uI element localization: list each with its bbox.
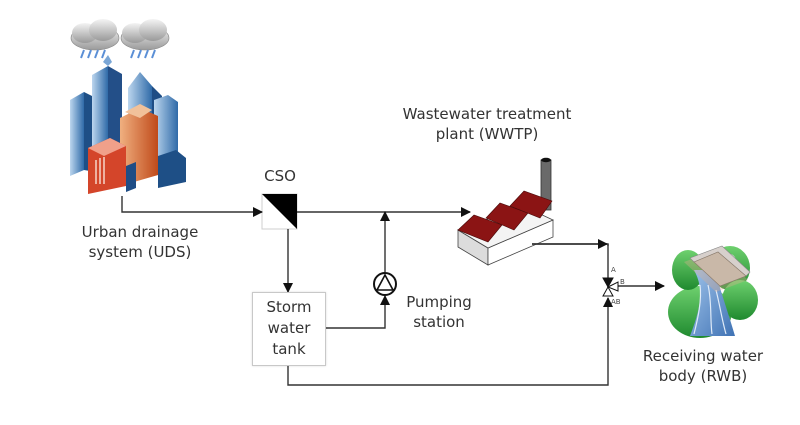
tank-label-line1: Storm	[266, 298, 312, 316]
three-way-valve-icon[interactable]	[602, 277, 619, 297]
uds-label-line2: system (UDS)	[88, 243, 192, 261]
flow-uds-to-cso	[121, 196, 263, 217]
tank-label-line3: tank	[272, 340, 306, 358]
storm-water-tank[interactable]	[252, 292, 326, 366]
city-with-rain-clouds-icon	[70, 19, 186, 194]
cso-separator-icon[interactable]	[261, 193, 298, 230]
factory-icon[interactable]	[457, 157, 554, 266]
flow-tank-to-pump	[324, 295, 390, 329]
wwtp-label: Wastewater treatment plant (WWTP)	[392, 104, 582, 144]
uds-label-line1: Urban drainage	[81, 223, 199, 241]
valve-port-ab: AB	[611, 298, 621, 306]
wwtp-label-line1: Wastewater treatment	[402, 105, 572, 123]
cso-label: CSO	[264, 167, 296, 185]
rain-cloud-icon	[120, 19, 170, 59]
valve-port-b: B	[620, 278, 625, 286]
rwb-label-line2: body (RWB)	[658, 367, 748, 385]
pump-label-line1: Pumping	[406, 293, 472, 311]
pump-icon[interactable]	[373, 272, 397, 296]
pump-label-line2: station	[413, 313, 465, 331]
river-landscape-icon[interactable]	[668, 245, 758, 338]
flow-tank-to-valve	[287, 297, 613, 386]
pump-label: Pumping station	[394, 292, 484, 332]
rwb-label-line1: Receiving water	[642, 347, 764, 365]
rain-cloud-icon	[70, 19, 120, 59]
uds-label: Urban drainage system (UDS)	[60, 222, 220, 262]
tank-label-line2: water	[267, 319, 311, 337]
rwb-label: Receiving water body (RWB)	[628, 346, 778, 386]
wwtp-label-line2: plant (WWTP)	[435, 125, 539, 143]
tank-label: Storm water tank	[252, 297, 326, 360]
valve-port-a: A	[611, 266, 616, 274]
